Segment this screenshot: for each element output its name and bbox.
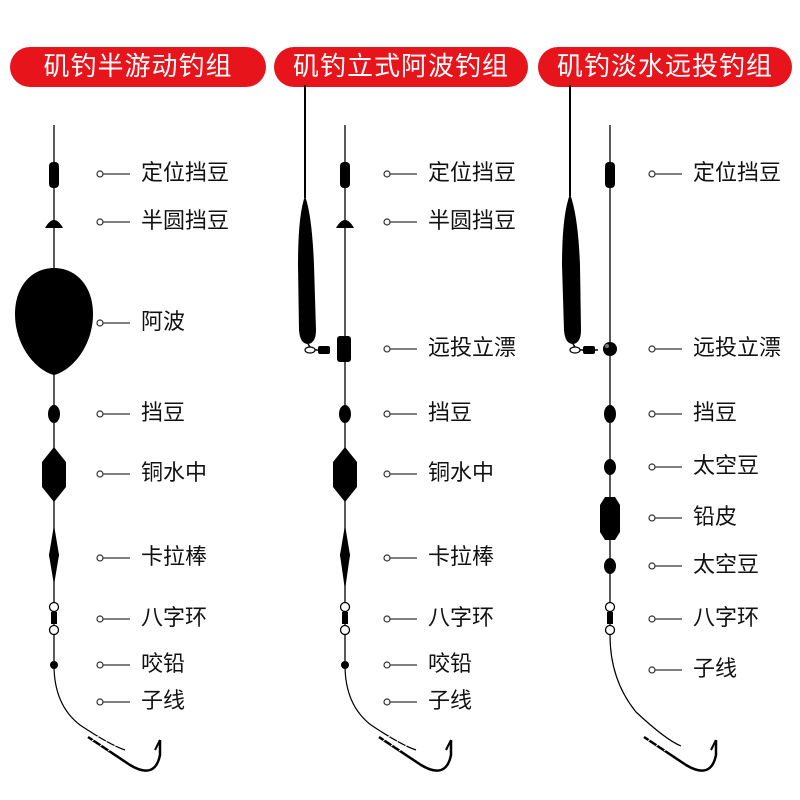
label-long-cast-float: 远投立漂	[693, 336, 782, 361]
leaders-3	[648, 170, 682, 674]
label-bead: 挡豆	[693, 401, 738, 426]
label-bead: 挡豆	[141, 401, 186, 426]
label-leader: 子线	[428, 689, 473, 714]
label-leader: 子线	[693, 657, 738, 682]
label-kara-stick: 卡拉棒	[428, 545, 495, 570]
half-round-bead-shape	[45, 220, 63, 228]
label-lead-wrap: 铅皮	[693, 505, 738, 530]
leader-line	[609, 634, 682, 747]
lead-wrap-shape	[600, 497, 620, 540]
rig-2	[298, 85, 453, 772]
leader-line	[344, 664, 417, 751]
copper-sinker-shape	[42, 447, 66, 502]
hook-shape	[87, 735, 162, 772]
rig-3	[562, 85, 718, 772]
label-half-round-stopper: 半圆挡豆	[141, 209, 230, 234]
rig-1	[15, 125, 162, 772]
label-positioning-stopper: 定位挡豆	[141, 161, 230, 186]
label-long-cast-float: 远投立漂	[428, 336, 517, 361]
half-round-bead-shape	[336, 220, 354, 228]
swivel-shape	[604, 601, 616, 613]
label-space-bead: 太空豆	[693, 454, 760, 479]
label-space-bead: 太空豆	[693, 553, 760, 578]
long-cast-float-shape	[562, 194, 581, 344]
space-bead-shape	[604, 459, 616, 475]
snap-shape	[304, 346, 316, 354]
bead-shape	[48, 405, 60, 423]
title-vertical-abo-rig: 矶钓立式阿波钓组	[274, 47, 528, 87]
float-holder-shape	[603, 342, 617, 356]
leaders-1	[96, 170, 130, 706]
copper-sinker-shape	[333, 447, 357, 502]
leaders-2	[383, 170, 417, 706]
label-copper-sinker: 铜水中	[428, 461, 495, 486]
leader-line	[53, 664, 126, 751]
stopper-bead-shape	[340, 162, 350, 188]
label-swivel: 八字环	[141, 606, 208, 631]
abo-float-shape	[15, 268, 93, 375]
swivel-shape	[339, 601, 351, 613]
label-split-shot: 咬铅	[141, 652, 186, 677]
long-cast-float-shape	[298, 196, 316, 344]
title-freshwater-longcast-rig: 矶钓淡水远投钓组	[538, 47, 792, 87]
stopper-bead-shape	[49, 162, 59, 188]
hook-shape	[378, 735, 453, 772]
label-positioning-stopper: 定位挡豆	[428, 161, 517, 186]
bead-shape	[339, 405, 351, 423]
title-half-floating-rig: 矶钓半游动钓组	[10, 47, 266, 87]
snap-shape	[569, 346, 581, 354]
label-copper-sinker: 铜水中	[141, 461, 208, 486]
label-swivel: 八字环	[693, 606, 760, 631]
label-half-round-stopper: 半圆挡豆	[428, 209, 517, 234]
label-split-shot: 咬铅	[428, 652, 473, 677]
label-bead: 挡豆	[428, 401, 473, 426]
label-leader: 子线	[141, 689, 186, 714]
space-bead-shape	[604, 558, 616, 574]
stopper-bead-shape	[605, 162, 615, 188]
swivel-shape	[48, 601, 60, 613]
hook-shape	[643, 735, 718, 772]
bead-shape	[604, 405, 616, 423]
float-holder-shape	[337, 336, 351, 362]
label-swivel: 八字环	[428, 606, 495, 631]
label-positioning-stopper: 定位挡豆	[693, 161, 782, 186]
label-abo-float: 阿波	[141, 310, 186, 335]
label-kara-stick: 卡拉棒	[141, 545, 208, 570]
